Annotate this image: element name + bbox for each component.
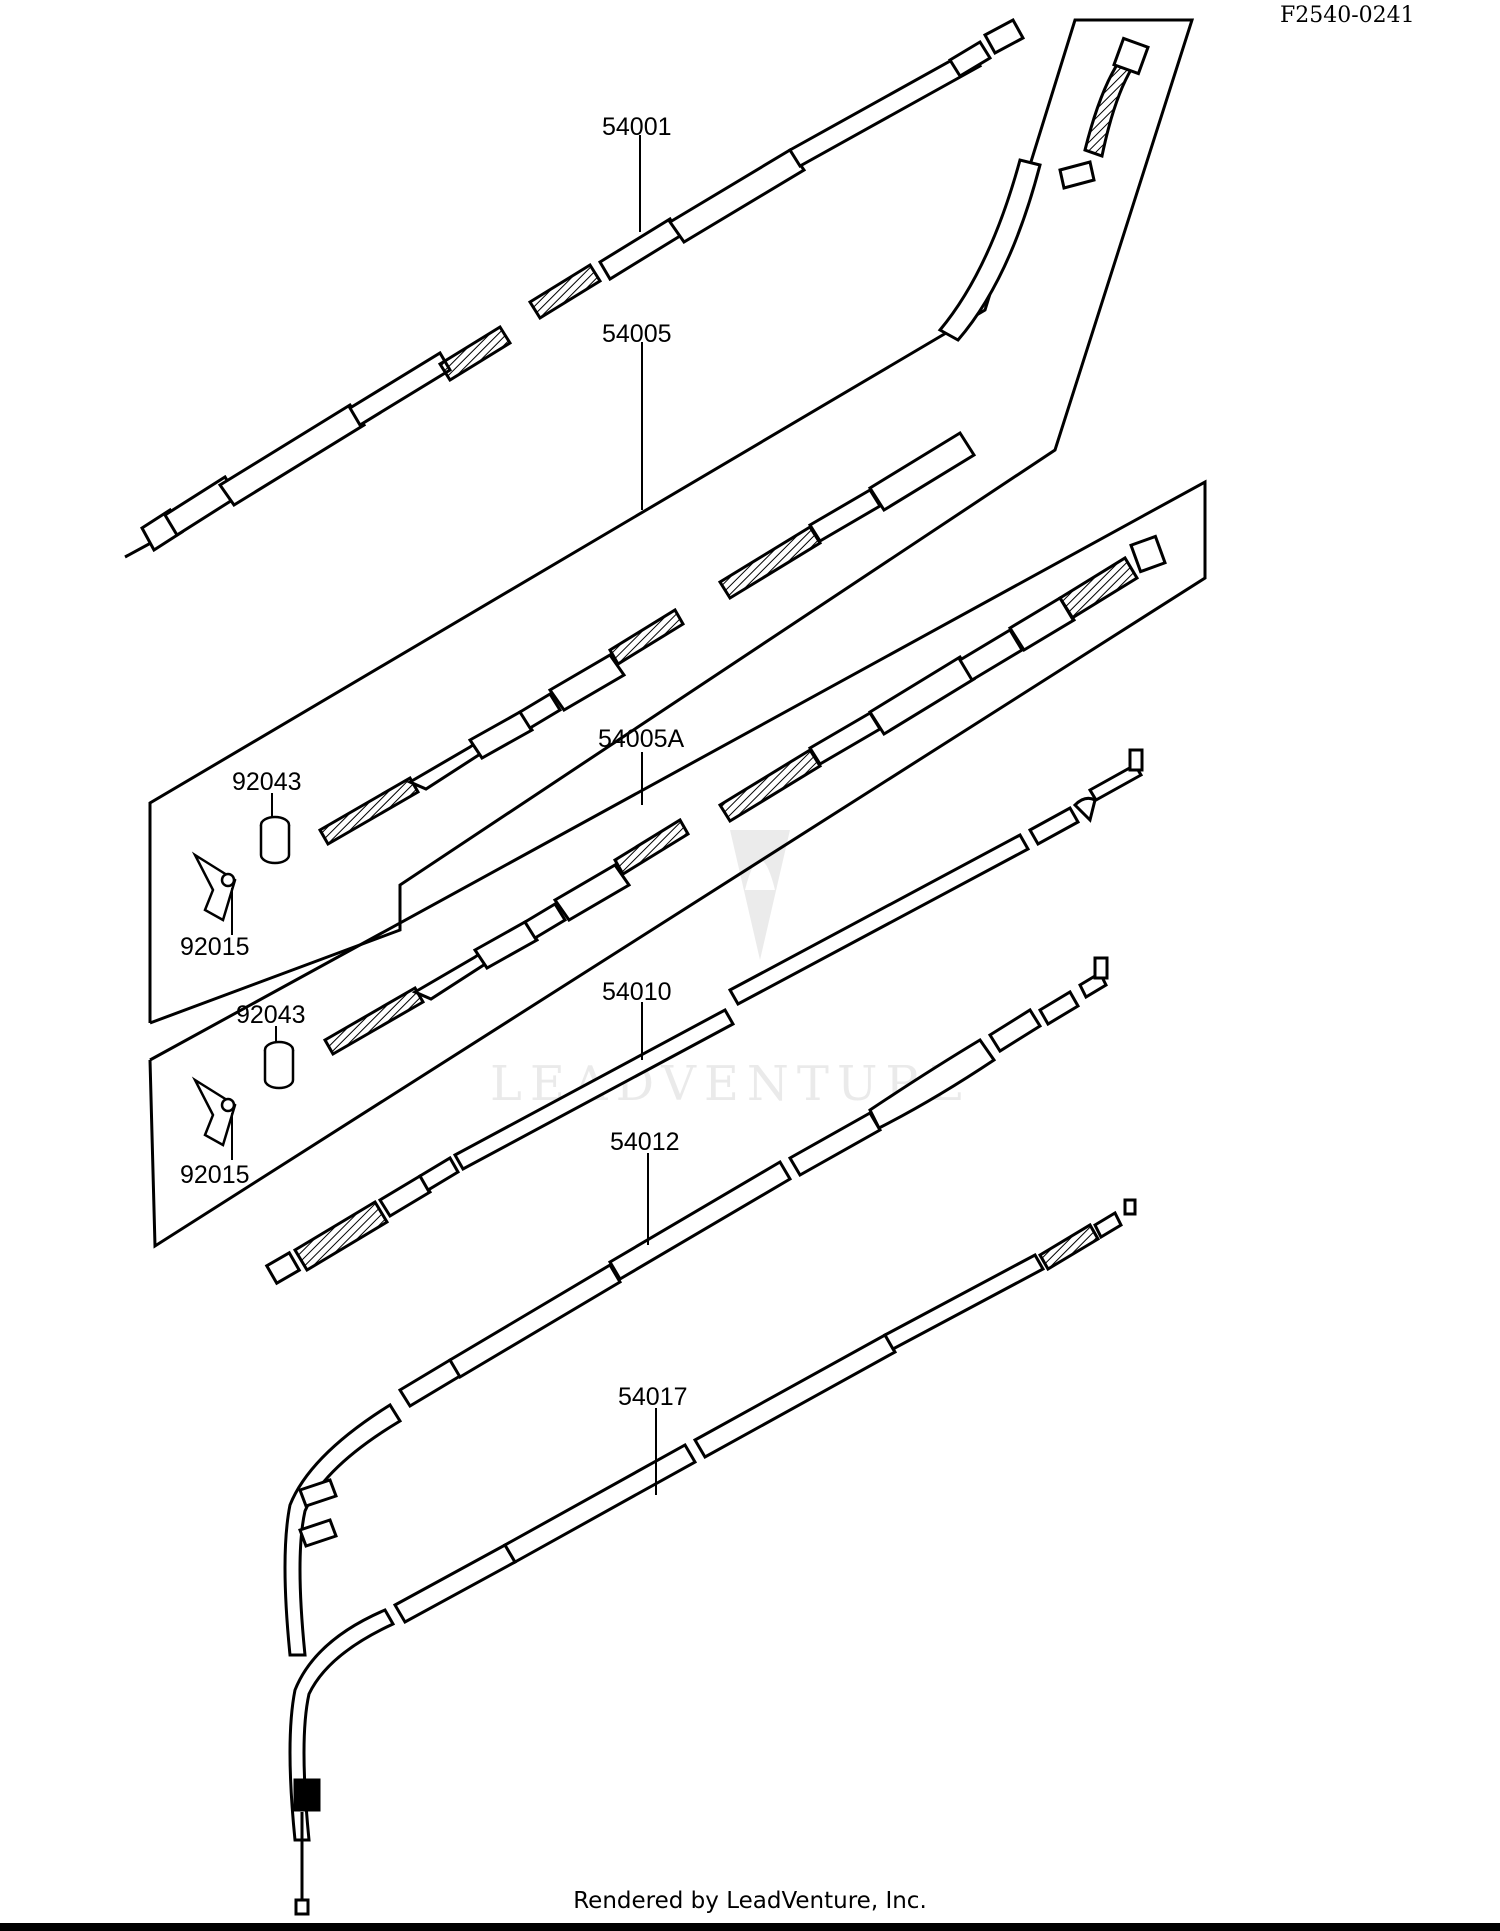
label-92015-lower: 92015 <box>180 1161 250 1189</box>
clutch-cable <box>264 748 1144 1286</box>
label-54017: 54017 <box>618 1383 688 1411</box>
nut-upper-part <box>259 815 291 865</box>
throttle-cable-upper-frame <box>148 18 1195 1025</box>
label-92043-lower: 92043 <box>236 1001 306 1029</box>
wing-nut-upper-part <box>191 851 237 922</box>
bottom-border <box>0 1923 1500 1931</box>
nut-lower-part <box>263 1040 295 1090</box>
label-54005A: 54005A <box>598 725 685 753</box>
label-92043-upper: 92043 <box>232 768 302 796</box>
throttle-cable-lower-frame <box>148 479 1207 1249</box>
wing-nut-lower-part <box>191 1076 237 1147</box>
speedometer-cable <box>124 17 1026 559</box>
label-54005: 54005 <box>602 320 672 348</box>
label-54012: 54012 <box>610 1128 680 1156</box>
label-54010: 54010 <box>602 978 672 1006</box>
footer-credit: Rendered by LeadVenture, Inc. <box>573 1888 927 1914</box>
throttle-cable-lower <box>322 534 1167 1057</box>
watermark: LEADVENTURE <box>490 830 965 1112</box>
label-92015-upper: 92015 <box>180 933 250 961</box>
throttle-cable-upper <box>317 36 1150 847</box>
choke-cable <box>283 956 1109 1657</box>
brake-cable <box>288 1198 1137 1916</box>
label-54001: 54001 <box>602 113 672 141</box>
diagram-code: F2540-0241 <box>1280 3 1415 28</box>
